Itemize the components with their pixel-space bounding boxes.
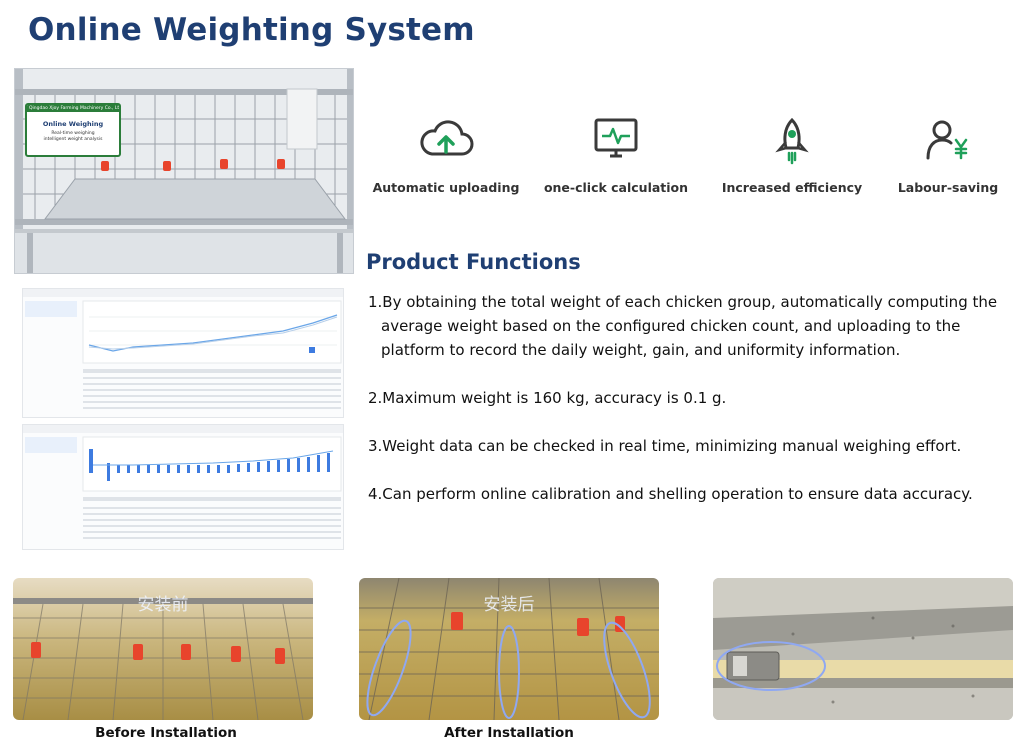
cage-sign: Qingdao Xjoy Farming Machinery Co., Ltd.… [25,103,121,157]
feature-increased-efficiency: Increased efficiency [712,116,872,195]
feature-labour-saving: Labour-saving [868,116,1024,195]
after-installation-photo: 安装后 [359,578,659,720]
monitor-pulse-icon [594,118,638,158]
functions-list: 1.By obtaining the total weight of each … [368,290,1018,530]
dashboard-screenshot-weight-bars [22,424,344,550]
sensor-closeup-photo [713,578,1013,720]
dashboard-bar-chart-illustration [23,425,343,549]
function-item: 1.By obtaining the total weight of each … [368,293,998,359]
feature-one-click-calculation: one-click calculation [536,116,696,195]
after-overlay-label: 安装后 [483,595,535,615]
feature-automatic-uploading: Automatic uploading [366,116,526,195]
after-installation-caption: After Installation [444,725,574,741]
function-item: 4.Can perform online calibration and she… [368,485,973,503]
cloud-upload-icon [420,120,474,156]
feature-label: one-click calculation [543,180,689,195]
rocket-icon [775,117,809,165]
feature-label: Increased efficiency [721,180,863,195]
function-item: 2.Maximum weight is 160 kg, accuracy is … [368,389,727,407]
before-overlay-label: 安装前 [137,595,189,615]
dashboard-screenshot-weight-line [22,288,344,418]
feature-label: Automatic uploading [372,180,520,195]
section-title: Product Functions [366,250,581,274]
sign-title: Online Weighing [42,120,104,128]
sign-company: Qingdao Xjoy Farming Machinery Co., Ltd. [27,105,121,112]
before-cage-illustration [13,578,313,720]
dashboard-line-chart-illustration [23,289,343,417]
function-item: 3.Weight data can be checked in real tim… [368,437,962,455]
cage-illustration [15,69,353,273]
sign-subtitle-line2: intelligent weight analysis [43,137,103,142]
feature-label: Labour-saving [897,180,999,195]
sign-subtitle: Real-time weighing intelligent weight an… [27,131,119,143]
before-installation-caption: Before Installation [95,725,237,741]
page-title: Online Weighting System [28,12,475,48]
cage-photo: Qingdao Xjoy Farming Machinery Co., Ltd.… [14,68,354,274]
person-yen-icon [926,120,968,160]
sign-subtitle-line1: Real-time weighing [51,131,95,136]
before-installation-photo: 安装前 [13,578,313,720]
after-cage-illustration [359,578,659,720]
sensor-closeup-illustration [713,578,1013,720]
